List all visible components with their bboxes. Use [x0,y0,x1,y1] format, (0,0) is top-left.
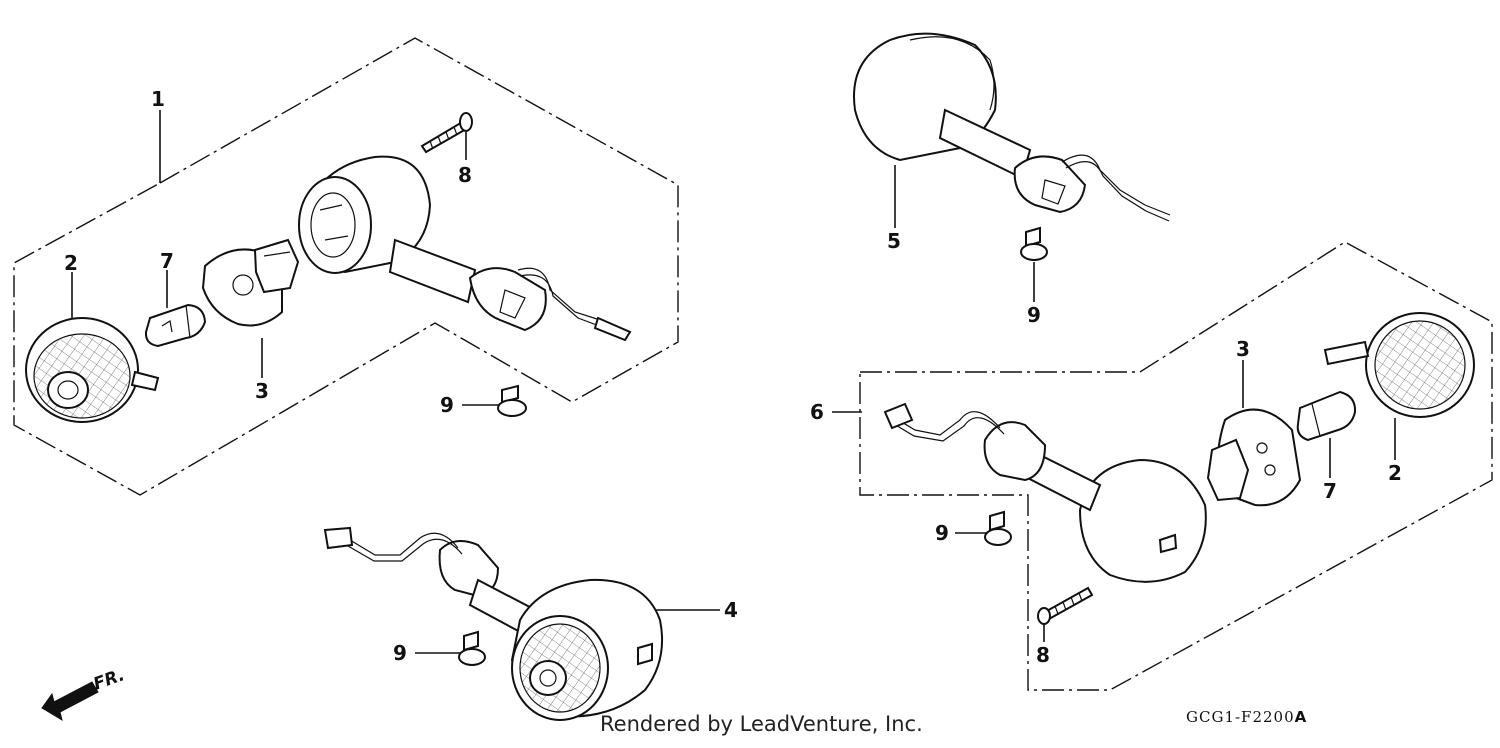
callout-2-right: 2 [1388,461,1402,485]
callout-8-right: 8 [1036,643,1050,667]
leader-lines [71,110,1396,654]
lens-part-2-right [1323,312,1475,418]
screw-part-9-bottom [458,630,486,666]
callout-8-left: 8 [458,163,472,187]
diagram-code-main: GCG1-F2200 [1186,708,1295,726]
callout-7-right: 7 [1323,479,1337,503]
callout-9-bottom: 9 [393,641,407,665]
callout-5: 5 [887,229,901,253]
callout-6: 6 [810,400,824,424]
callout-9-left: 9 [440,393,454,417]
callout-3-right: 3 [1236,337,1250,361]
front-direction-arrow: FR. [41,665,127,722]
render-credit: Rendered by LeadVenture, Inc. [600,712,923,736]
lens-part-2-left [25,317,160,423]
bulb-part-7-right [1296,390,1357,442]
callout-3-left: 3 [255,379,269,403]
callout-9-top-right: 9 [1027,303,1041,327]
socket-part-3-right [1206,408,1302,507]
socket-part-3-left [201,238,300,327]
screw-part-8-right [1037,586,1094,625]
bulb-part-7-left [144,303,207,348]
callout-4: 4 [724,598,738,622]
screw-part-9-top-right [1020,226,1048,261]
callout-9-right: 9 [935,521,949,545]
housing-part-5 [853,32,1171,222]
callout-1: 1 [151,87,165,111]
housing-left [298,155,632,342]
callout-7-left: 7 [160,249,174,273]
screw-part-9-left [497,384,527,417]
screw-part-8-left [420,112,473,154]
diagram-code-suffix: A [1294,708,1308,726]
callout-2-left: 2 [64,251,78,275]
front-label: FR. [91,665,127,695]
screw-part-9-right [984,510,1012,546]
assembly-6-outline [859,241,1493,691]
housing-part-6 [883,402,1207,583]
diagram-code: GCG1-F2200A [1186,708,1307,726]
housing-part-4 [323,526,664,721]
assembly-1-outline [13,37,679,496]
